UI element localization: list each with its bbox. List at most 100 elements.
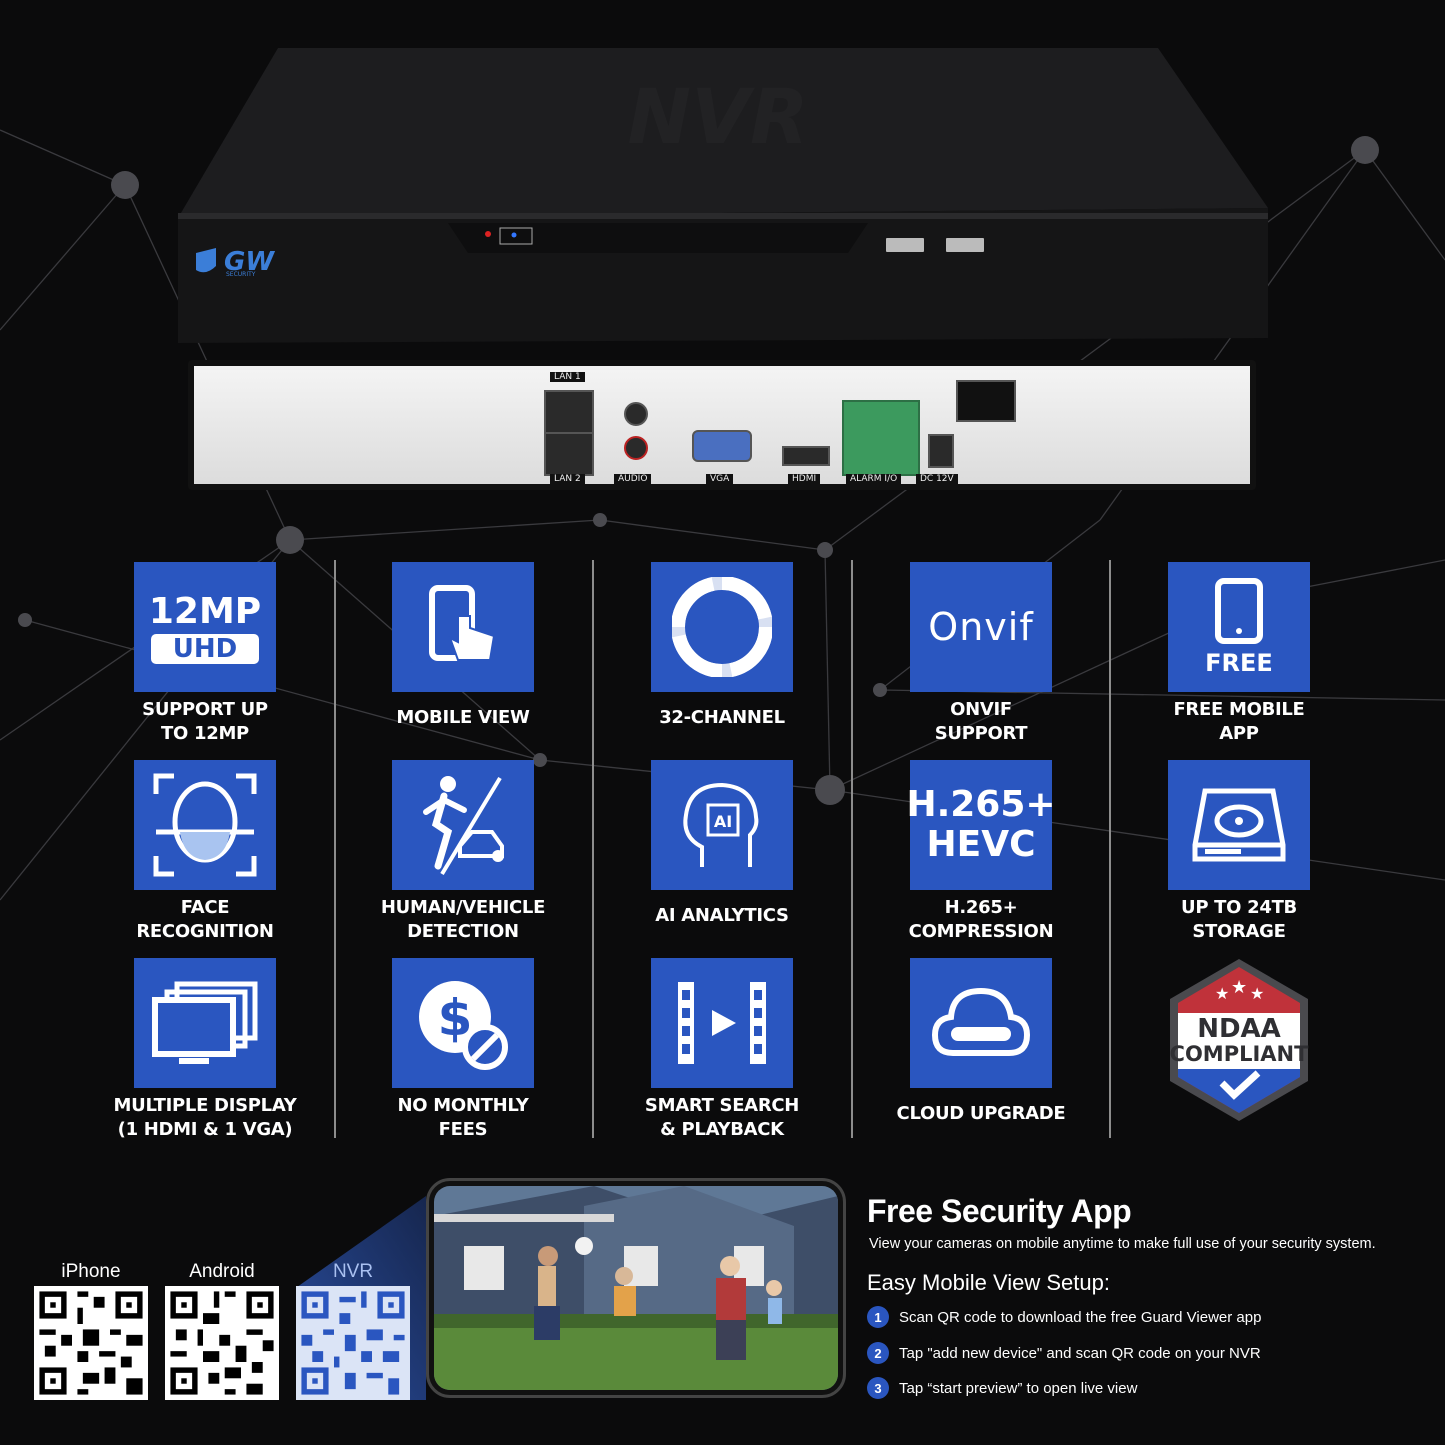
film-play-icon — [651, 958, 793, 1088]
alarm-terminal — [842, 400, 920, 476]
lan2-port — [544, 432, 594, 476]
svg-text:GW: GW — [224, 247, 275, 277]
lan1-label: LAN 1 — [550, 372, 585, 382]
feature-label: MOBILE VIEW — [396, 707, 530, 728]
step-number: 3 — [867, 1377, 889, 1399]
power-switch — [956, 380, 1016, 422]
hard-drive-icon — [1168, 760, 1310, 890]
svg-text:★: ★ — [1215, 986, 1229, 1003]
qr-code-android[interactable] — [165, 1286, 279, 1400]
svg-text:★: ★ — [1231, 977, 1247, 997]
onvif-logo-icon: Onvif — [910, 562, 1052, 692]
live-view-image — [434, 1186, 838, 1390]
h265-icon: H.265+ HEVC — [906, 760, 1056, 890]
no-dollar-icon: $ — [392, 958, 534, 1088]
audio-in-jack — [624, 436, 648, 460]
tile-text: FREE — [1205, 649, 1273, 677]
person-car-icon — [392, 760, 534, 890]
nvr-rear-panel: LAN 1 LAN 2 AUDIO VGA HDMI ALARM I/O DC … — [188, 360, 1256, 490]
feature-label: AI ANALYTICS — [655, 905, 789, 926]
svg-text:★: ★ — [1250, 986, 1264, 1003]
vga-port — [692, 430, 752, 462]
phone-touch-icon — [392, 562, 534, 692]
feature-ai: AI AI ANALYTICS — [622, 760, 822, 928]
vga-label: VGA — [706, 474, 734, 484]
lan2-label: LAN 2 — [550, 474, 585, 484]
setup-step-2: 2 Tap "add new device" and scan QR code … — [867, 1342, 1261, 1364]
column-divider — [851, 560, 853, 1138]
svg-text:AI: AI — [714, 812, 732, 831]
uhd-badge-icon: 12MP UHD — [134, 562, 276, 692]
step-text: Tap "add new device" and scan QR code on… — [899, 1344, 1261, 1362]
tile-text: Onvif — [928, 605, 1034, 649]
nvr-lid-text: NVR — [628, 72, 809, 161]
alarm-label: ALARM I/O — [846, 474, 902, 484]
qr-caption-iphone: iPhone — [61, 1261, 121, 1282]
cloud-icon — [910, 958, 1052, 1088]
audio-out-jack — [624, 402, 648, 426]
feature-search: SMART SEARCH& PLAYBACK — [622, 958, 822, 1142]
lan1-port — [544, 390, 594, 434]
ndaa-badge: ★ ★ ★ NDAA COMPLIANT — [1170, 959, 1310, 1121]
dc-label: DC 12V — [916, 474, 958, 484]
ndaa-line-1: NDAA — [1197, 1014, 1281, 1044]
svg-text:SECURITY: SECURITY — [226, 271, 256, 278]
phone-preview — [426, 1178, 846, 1398]
feature-label: SMART SEARCH& PLAYBACK — [644, 1095, 800, 1140]
step-number: 2 — [867, 1342, 889, 1364]
feature-display: MULTIPLE DISPLAY(1 HDMI & 1 VGA) — [105, 958, 305, 1142]
hdmi-port — [782, 446, 830, 466]
hdmi-label: HDMI — [788, 474, 821, 484]
feature-32-channel: 32-CHANNEL — [622, 562, 822, 730]
feature-label: CLOUD UPGRADE — [896, 1103, 1066, 1124]
channel-ring-icon — [651, 562, 793, 692]
qr-caption-android: Android — [189, 1261, 255, 1282]
qr-caption-nvr: NVR — [332, 1261, 374, 1282]
app-subtitle: View your cameras on mobile anytime to m… — [869, 1236, 1376, 1252]
monitors-icon — [134, 958, 276, 1088]
step-text: Tap “start preview” to open live view — [899, 1379, 1138, 1397]
feature-label: H.265+COMPRESSION — [908, 897, 1054, 942]
face-scan-icon — [134, 760, 276, 890]
qr-code-nvr[interactable] — [296, 1286, 410, 1400]
step-number: 1 — [867, 1306, 889, 1328]
app-title: Free Security App — [867, 1193, 1132, 1229]
ai-head-icon: AI — [651, 760, 793, 890]
column-divider — [334, 560, 336, 1138]
ndaa-line-2: COMPLIANT — [1170, 1042, 1310, 1066]
tablet-icon: FREE — [1168, 562, 1310, 692]
feature-h265: H.265+ HEVC H.265+COMPRESSION — [881, 760, 1081, 944]
feature-mobile-view: MOBILE VIEW — [363, 562, 563, 730]
dc-jack — [928, 434, 954, 468]
column-divider — [592, 560, 594, 1138]
tile-text: 12MP — [148, 590, 262, 632]
feature-label: 32-CHANNEL — [659, 707, 785, 728]
setup-title: Easy Mobile View Setup: — [867, 1270, 1110, 1295]
column-divider — [1109, 560, 1111, 1138]
tile-text: UHD — [151, 633, 259, 664]
feature-cloud: CLOUD UPGRADE — [881, 958, 1081, 1126]
audio-label: AUDIO — [614, 474, 652, 484]
feature-label: MULTIPLE DISPLAY(1 HDMI & 1 VGA) — [113, 1095, 297, 1140]
tile-text: H.265+ — [906, 784, 1056, 825]
step-text: Scan QR code to download the free Guard … — [899, 1308, 1262, 1326]
nvr-device-top: NVR GW SECURITY — [178, 48, 1268, 343]
setup-step-3: 3 Tap “start preview” to open live view — [867, 1377, 1137, 1399]
qr-code-iphone[interactable] — [34, 1286, 148, 1400]
setup-step-1: 1 Scan QR code to download the free Guar… — [867, 1306, 1261, 1328]
tile-text: HEVC — [926, 824, 1036, 865]
